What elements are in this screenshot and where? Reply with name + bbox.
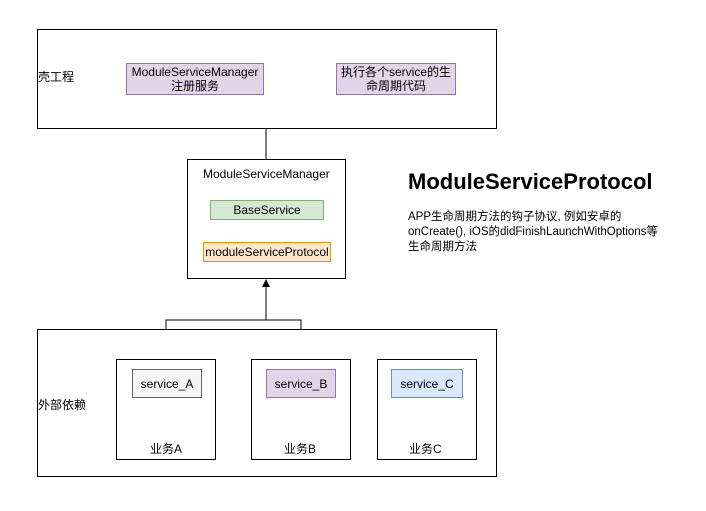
lifecycle-box[interactable]: 执行各个service的生 命周期代码 — [336, 63, 456, 95]
register-box-line1: ModuleServiceManager — [131, 65, 259, 79]
base-service-label: BaseService — [233, 203, 301, 217]
business-a-name: 业务A — [150, 442, 183, 456]
lifecycle-box-line2: 命周期代码 — [365, 79, 426, 93]
external-dependencies-label: 外部依赖 — [38, 398, 87, 412]
protocol-label: moduleServiceProtocol — [205, 245, 329, 259]
service-a-label: service_A — [140, 376, 194, 391]
module-service-protocol-box[interactable]: moduleServiceProtocol — [203, 242, 331, 262]
service-b-box[interactable]: service_B — [266, 369, 336, 398]
lifecycle-box-line1: 执行各个service的生 — [340, 65, 451, 79]
register-box-line2: 注册服务 — [170, 79, 219, 93]
service-a-box[interactable]: service_A — [132, 369, 202, 398]
register-services-box[interactable]: ModuleServiceManager 注册服务 — [126, 63, 264, 95]
business-b-name: 业务B — [284, 442, 317, 456]
business-c-name: 业务C — [409, 442, 442, 456]
service-c-label: service_C — [400, 376, 454, 391]
service-c-box[interactable]: service_C — [391, 369, 463, 398]
service-b-label: service_B — [274, 376, 328, 391]
module-service-manager-title: ModuleServiceManager — [203, 167, 330, 181]
protocol-note-description: APP生命周期方法的钩子协议, 例如安卓的onCreate(), iOS的did… — [408, 211, 658, 253]
base-service-box[interactable]: BaseService — [210, 200, 324, 220]
protocol-note-title: ModuleServiceProtocol — [408, 169, 653, 194]
shell-project-label: 壳工程 — [38, 70, 75, 84]
